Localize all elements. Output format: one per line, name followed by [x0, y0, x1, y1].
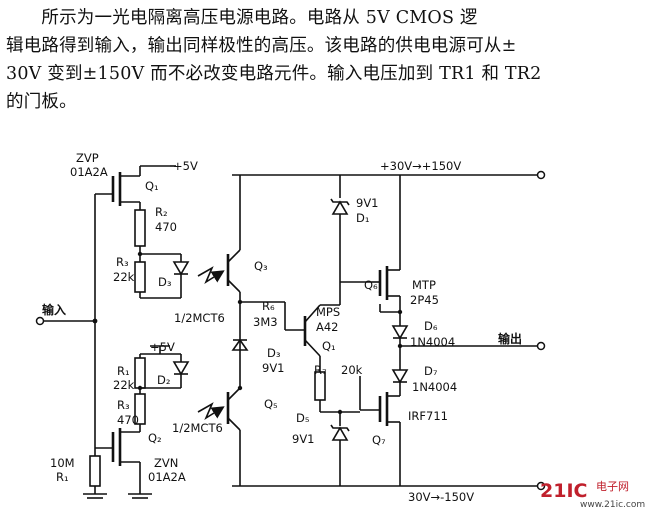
zener-d1: [330, 175, 372, 305]
d7-part-label: 1N4004: [412, 380, 457, 394]
mps-part-label: A42: [316, 320, 339, 334]
watermark-url: www.21ic.com: [580, 500, 645, 510]
r3b-label: R₃: [117, 398, 130, 412]
q5-label: Q₅: [264, 397, 278, 411]
q7-label: Q₇: [372, 433, 386, 447]
r1-bottom-value-label: 10M: [50, 456, 75, 470]
mtp-transistor: [372, 175, 403, 318]
rail-pos-label: +30V→+150V: [380, 159, 461, 173]
description-text: 所示为一光电隔离高压电源电路。电路从 5V CMOS 逻 辑电路得到输入，输出同…: [6, 4, 662, 116]
r1-value-label: 22k: [113, 378, 135, 392]
q2-label: Q₂: [148, 431, 162, 445]
q-mid-label: Q₁: [322, 339, 336, 353]
opto-bottom-arrows: [197, 402, 225, 421]
r6-resistor: [231, 301, 285, 388]
zvn-label: ZVN: [154, 456, 178, 470]
irf-label: IRF711: [408, 409, 448, 423]
d2-label: D₂: [157, 373, 170, 387]
watermark-brand: 21IC: [540, 480, 587, 502]
r3b-value-label: 470: [117, 413, 139, 427]
q3-label: Q₃: [254, 259, 268, 273]
zvp-label: ZVP: [76, 151, 99, 165]
r2-label: R₂: [155, 205, 168, 219]
zvp-part-label: 01A2A: [70, 165, 108, 179]
r2-value-label: 470: [155, 220, 177, 234]
description-line: 的门板。: [6, 92, 77, 112]
r1-bottom-label: R₁: [56, 470, 69, 484]
opto-top-arrows: [197, 266, 225, 285]
d6-label: D₆: [424, 319, 438, 333]
irf711-transistor: [320, 376, 401, 486]
d1-label: D₁: [356, 211, 369, 225]
r6-label: R₆: [262, 299, 275, 313]
q5-phototransistor: [226, 385, 243, 486]
opto-bottom-label: 1/2MCT6: [172, 421, 223, 435]
r7-label: R₇: [314, 363, 327, 377]
input-label: 输入: [42, 302, 66, 317]
diode-d7: [391, 346, 409, 396]
mps-label: MPS: [316, 305, 340, 319]
input-network: [35, 165, 190, 499]
d1-value-label: 9V1: [356, 196, 379, 210]
r7-value-label: 20k: [341, 363, 363, 377]
d7-label: D₇: [424, 364, 438, 378]
plus5v-bottom-label: +5V: [150, 340, 175, 354]
mtp-label: MTP: [412, 278, 436, 292]
d5-value-label: 9V1: [292, 432, 315, 446]
description-line: 辑电路得到输入，输出同样极性的高压。该电路的供电电源可从±: [6, 36, 517, 56]
d5-label: D₅: [296, 411, 310, 425]
r6-value-label: 3M3: [253, 315, 278, 329]
zvn-part-label: 01A2A: [148, 470, 186, 484]
diode-d6: [391, 318, 409, 349]
d3-mid-label: D₃: [267, 346, 281, 360]
watermark-site: 电子网: [596, 480, 629, 493]
r1-label: R₁: [117, 364, 130, 378]
description-line: 所示为一光电隔离高压电源电路。电路从 5V CMOS 逻: [6, 8, 478, 28]
d6-part-label: 1N4004: [410, 335, 455, 349]
opto-top-label: 1/2MCT6: [174, 311, 225, 325]
output-label: 输出: [498, 331, 522, 346]
watermark: 21IC 电子网 www.21ic.com: [540, 480, 645, 510]
d3-top-label: D₃: [158, 275, 172, 289]
rail-neg-label: 30V→-150V: [408, 490, 474, 504]
zener-d5: [330, 412, 350, 486]
q6-label: Q₆: [364, 278, 378, 292]
mtp-part-label: 2P45: [410, 293, 439, 307]
q1-top-label: Q₁: [145, 179, 159, 193]
d3-mid-value-label: 9V1: [262, 361, 285, 375]
plus5v-top-label: +5V: [173, 159, 198, 173]
output-terminal: [400, 341, 546, 351]
r3-label: R₃: [116, 255, 129, 269]
description-line: 30V 变到±150V 而不必改变电路元件。输入电压加到 TR1 和 TR2: [6, 64, 542, 84]
r3-value-label: 22k: [113, 270, 135, 284]
positive-rail: [232, 170, 546, 180]
q3-phototransistor: [226, 175, 243, 305]
mps-transistor: [284, 302, 340, 412]
negative-rail: [232, 481, 546, 491]
